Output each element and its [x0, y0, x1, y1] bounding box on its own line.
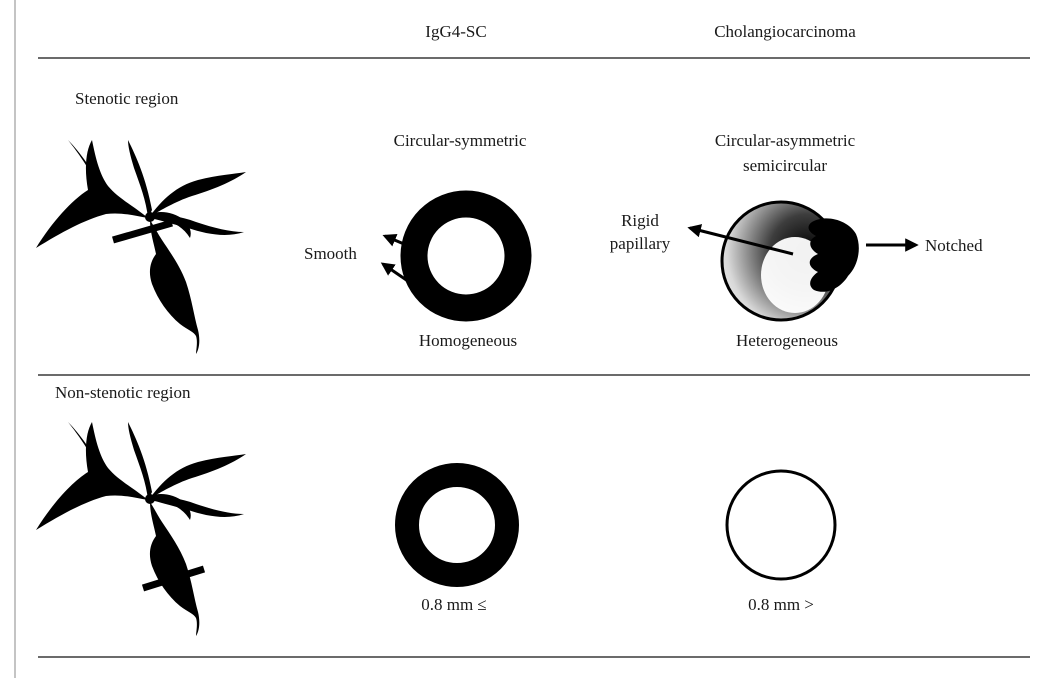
nonstenotic-region-title: Non-stenotic region	[55, 383, 191, 402]
cholangio-wall-label: Heterogeneous	[736, 331, 838, 350]
rigid-label-line1: Rigid	[621, 211, 659, 230]
cholangio-stenotic-wall	[722, 202, 859, 320]
stenosis-marker	[113, 223, 172, 240]
column-header-cholangio: Cholangiocarcinoma	[714, 22, 856, 41]
igg4-shape-label: Circular-symmetric	[394, 131, 527, 150]
duct-tree-stenotic	[36, 140, 246, 354]
igg4-wall-label: Homogeneous	[419, 331, 517, 350]
duct-tree-nonstenotic	[36, 422, 246, 636]
notched-label: Notched	[925, 236, 983, 255]
cholangio-nonstenotic-wall-ring	[727, 471, 835, 579]
cholangio-thickness-label: 0.8 mm >	[748, 595, 814, 614]
rigid-label-line2: papillary	[610, 234, 671, 253]
stenotic-region-title: Stenotic region	[75, 89, 179, 108]
notched-mass	[809, 218, 859, 291]
column-header-igg4: IgG4-SC	[425, 22, 486, 41]
igg4-surface-label: Smooth	[304, 244, 357, 263]
igg4-thickness-label: 0.8 mm ≤	[421, 595, 487, 614]
igg4-stenotic-wall-ring	[414, 204, 518, 308]
cholangio-shape-label-line2: semicircular	[743, 156, 827, 175]
igg4-nonstenotic-wall-ring	[407, 475, 507, 575]
cholangio-shape-label-line1: Circular-asymmetric	[715, 131, 856, 150]
